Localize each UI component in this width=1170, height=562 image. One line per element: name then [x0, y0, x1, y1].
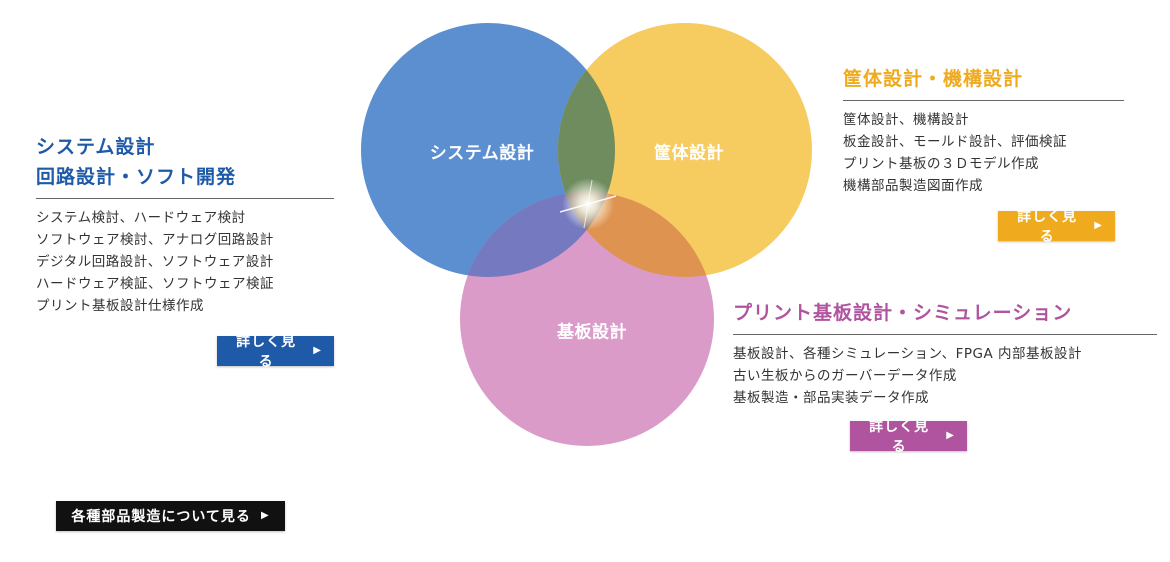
system-title-line1: システム設計	[36, 136, 156, 158]
venn-label-system: システム設計	[429, 143, 535, 164]
overlap-system-board	[460, 192, 615, 277]
list-item: 基板設計、各種シミュレーション、FPGA 内部基板設計	[733, 346, 1083, 362]
system-section-title: システム設計 回路設計・ソフト開発	[36, 132, 334, 198]
overlap-case-board	[558, 192, 714, 277]
system-more-label: 詳しく見る	[236, 334, 297, 370]
play-icon: ▶	[946, 430, 955, 441]
board-section-title: プリント基板設計・シミュレーション	[733, 302, 1073, 324]
board-section: プリント基板設計・シミュレーション 基板設計、各種シミュレーション、FPGA 内…	[733, 298, 1157, 409]
case-section-title: 筐体設計・機構設計	[843, 68, 1024, 90]
system-title-line2: 回路設計・ソフト開発	[36, 166, 237, 188]
list-item: 板金設計、モールド設計、評価検証	[843, 134, 1067, 150]
case-section: 筐体設計・機構設計 筐体設計、機構設計 板金設計、モールド設計、評価検証 プリン…	[843, 64, 1124, 197]
system-section-divider	[36, 198, 334, 199]
case-section-list: 筐体設計、機構設計 板金設計、モールド設計、評価検証 プリント基板の３Ｄモデル作…	[843, 109, 1124, 197]
list-item: プリント基板設計仕様作成	[36, 298, 204, 314]
play-icon: ▶	[260, 510, 270, 521]
board-more-label: 詳しく見る	[869, 419, 930, 455]
board-more-button[interactable]: 詳しく見る ▶	[850, 419, 967, 455]
case-section-divider	[843, 100, 1124, 101]
list-item: 基板製造・部品実装データ作成	[733, 390, 929, 406]
list-item: デジタル回路設計、ソフトウェア設計	[36, 254, 274, 270]
list-item: 機構部品製造図面作成	[843, 178, 983, 194]
system-more-button[interactable]: 詳しく見る ▶	[217, 334, 334, 370]
list-item: ソフトウェア検討、アナログ回路設計	[36, 232, 274, 248]
play-icon: ▶	[313, 345, 322, 356]
case-more-button[interactable]: 詳しく見る ▶	[998, 209, 1115, 245]
parts-manufacturing-button[interactable]: 各種部品製造について見る ▶	[56, 501, 285, 531]
board-section-divider	[733, 334, 1157, 335]
system-section: システム設計 回路設計・ソフト開発 システム検討、ハードウェア検討 ソフトウェア…	[36, 132, 334, 317]
play-icon: ▶	[1094, 220, 1103, 231]
venn-label-board: 基板設計	[557, 322, 627, 343]
parts-button-label: 各種部品製造について見る	[71, 509, 251, 525]
list-item: 古い生板からのガーバーデータ作成	[733, 368, 957, 384]
case-more-label: 詳しく見る	[1017, 209, 1078, 245]
system-section-list: システム検討、ハードウェア検討 ソフトウェア検討、アナログ回路設計 デジタル回路…	[36, 207, 334, 317]
venn-label-case: 筐体設計	[654, 143, 724, 164]
list-item: システム検討、ハードウェア検討	[36, 210, 246, 226]
list-item: ハードウェア検証、ソフトウェア検証	[36, 276, 274, 292]
list-item: 筐体設計、機構設計	[843, 112, 969, 128]
board-section-list: 基板設計、各種シミュレーション、FPGA 内部基板設計 古い生板からのガーバーデ…	[733, 343, 1157, 409]
list-item: プリント基板の３Ｄモデル作成	[843, 156, 1039, 172]
